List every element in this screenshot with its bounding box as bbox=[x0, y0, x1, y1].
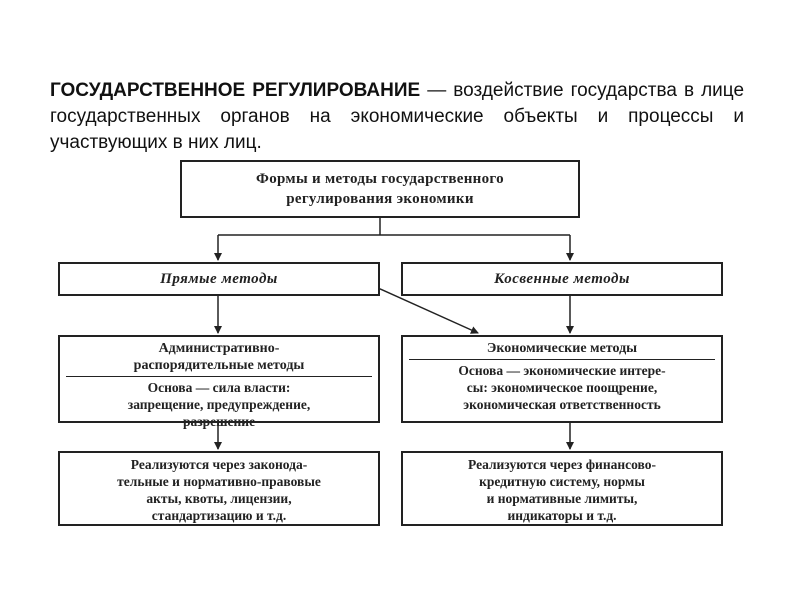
direct-methods-box: Прямые методы bbox=[58, 262, 380, 296]
arrow-direct-to-econ bbox=[377, 287, 479, 334]
economic-methods-divider bbox=[409, 359, 715, 360]
economic-methods-basis: Основа — экономические интере- сы: эконо… bbox=[458, 363, 666, 412]
forms-methods-box: Формы и методы государственного регулиро… bbox=[180, 160, 580, 218]
administrative-methods-basis: Основа — сила власти: запрещение, предуп… bbox=[127, 380, 311, 429]
economic-methods-box: Экономические методы Основа — экономичес… bbox=[401, 335, 723, 423]
definition-paragraph: ГОСУДАРСТВЕННОЕ РЕГУЛИРОВАНИЕ — воздейст… bbox=[50, 78, 744, 156]
administrative-implementation-box: Реализуются через законода- тельные и но… bbox=[58, 451, 380, 526]
administrative-methods-box: Административно- распорядительные методы… bbox=[58, 335, 380, 429]
indirect-methods-box: Косвенные методы bbox=[401, 262, 723, 296]
economic-methods-title: Экономические методы bbox=[486, 341, 638, 356]
economic-implementation-box: Реализуются через финансово- кредитную с… bbox=[401, 451, 723, 526]
administrative-methods-divider bbox=[66, 376, 372, 377]
definition-term: ГОСУДАРСТВЕННОЕ РЕГУЛИРОВАНИЕ bbox=[50, 80, 421, 101]
administrative-methods-title: Административно- распорядительные методы bbox=[133, 341, 305, 373]
definition-text: — воздействие государства в лице государ… bbox=[50, 80, 745, 153]
